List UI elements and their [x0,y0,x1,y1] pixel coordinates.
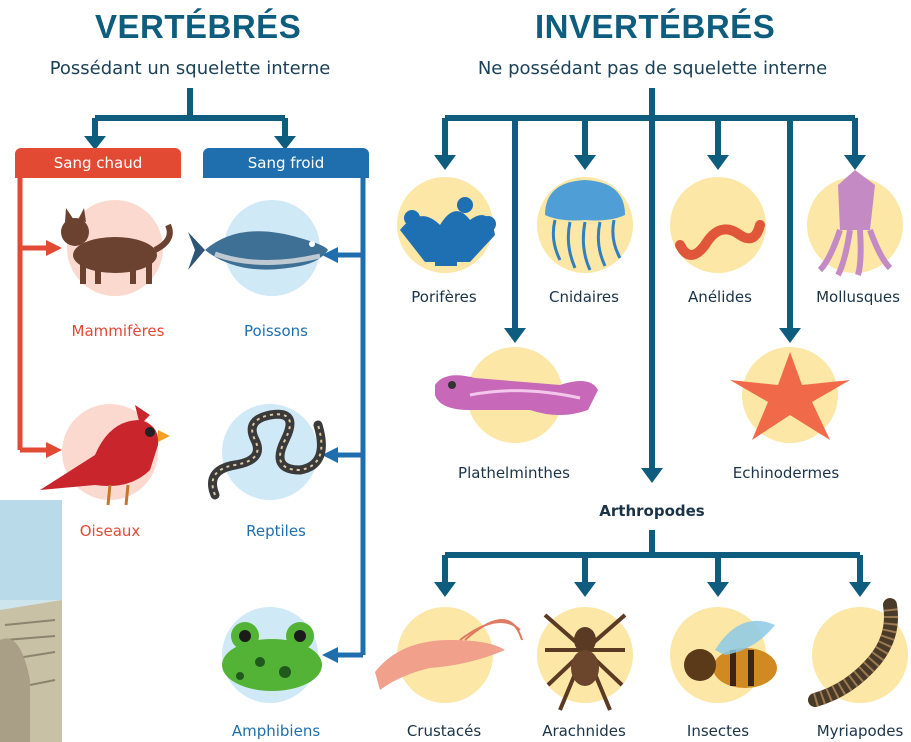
label-crustaces: Crustacés [407,722,481,740]
label-reptiles: Reptiles [246,522,306,540]
label-poissons: Poissons [244,322,308,340]
warm-blood-header: Sang chaud [15,148,181,178]
label-plathelminthes: Plathelminthes [458,464,570,482]
cold-blood-header: Sang froid [203,148,369,178]
vertebres-title: VERTÉBRÉS [95,8,285,46]
label-anelides: Anélides [688,288,752,306]
warm-line [20,178,50,450]
label-mollusques: Mollusques [816,288,900,306]
label-insectes: Insectes [687,722,749,740]
cold-line [335,178,363,655]
invertebres-title: INVERTÉBRÉS [535,8,765,46]
label-arachnides: Arachnides [542,722,626,740]
label-echinodermes: Echinodermes [733,464,839,482]
label-amphibiens: Amphibiens [232,722,320,740]
label-arthropodes: Arthropodes [599,502,704,520]
background-paper-fragment [0,500,62,742]
vertebres-connector [95,88,285,140]
label-poriferes: Porifères [411,288,476,306]
label-myriapodes: Myriapodes [817,722,904,740]
arrowhead-oiseaux [46,442,62,458]
arrowhead-amphibiens [322,647,338,663]
label-cnidaires: Cnidaires [549,288,619,306]
vertebres-subtitle: Possédant un squelette interne [30,58,350,79]
label-mammiferes: Mammifères [72,322,165,340]
label-oiseaux: Oiseaux [80,522,141,540]
arrowhead-mammiferes [46,240,62,256]
invertebres-subtitle: Ne possédant pas de squelette interne [460,58,845,79]
